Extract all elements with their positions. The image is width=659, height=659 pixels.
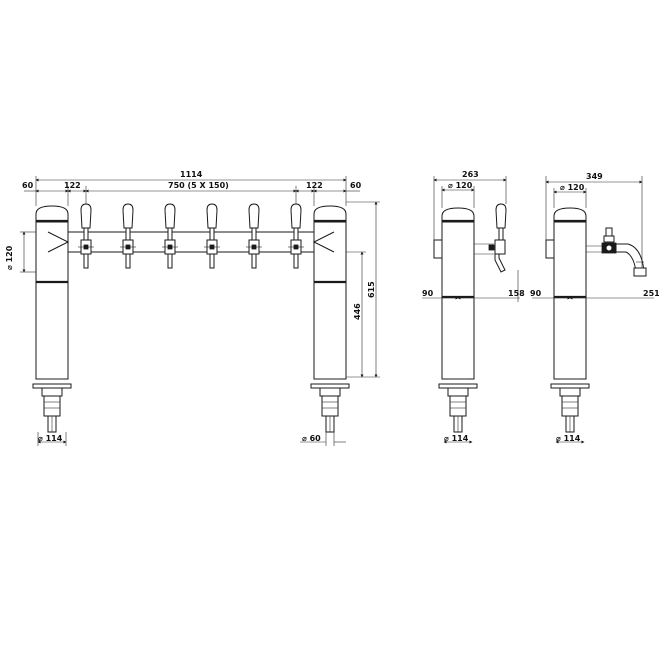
dim-side2-tap-depth: 251 [643, 289, 659, 298]
side-tap-2 [601, 227, 647, 277]
dim-left-margin: 60 [22, 181, 34, 190]
right-column [310, 205, 350, 433]
dim-total-width: 1114 [180, 170, 203, 179]
dim-side2-left-depth: 90 [530, 289, 542, 298]
dim-side2-base-diameter: ⌀ 114 [556, 434, 581, 443]
dim-side1-base-diameter: ⌀ 114 [444, 434, 469, 443]
dim-left-base-diameter: ⌀ 114 [38, 434, 63, 443]
tap-5 [246, 203, 262, 269]
side-view-2: 349 ⌀ 120 90 251 ⌀ 114 [530, 172, 659, 444]
dim-total-height: 615 [367, 281, 376, 298]
dim-side1-left-depth: 90 [422, 289, 434, 298]
tap-4 [204, 203, 220, 269]
dim-side2-column-diameter: ⌀ 120 [560, 183, 585, 192]
dim-tap-spacing: 750 (5 X 150) [168, 181, 229, 190]
dim-right-base-diameter: ⌀ 60 [302, 434, 321, 443]
side-view-1: 263 ⌀ 120 90 158 ⌀ 114 [422, 170, 525, 444]
tap-3 [162, 203, 178, 269]
tap-2 [120, 203, 136, 269]
side-tap-1 [488, 203, 507, 273]
tap-1 [78, 203, 94, 269]
dim-side2-width: 349 [586, 172, 603, 181]
horizontal-bar [68, 231, 314, 253]
dim-right-margin: 60 [350, 181, 362, 190]
front-taps [78, 203, 304, 269]
front-view: 1114 60 122 750 (5 X 150) 122 60 ⌀ 120 6… [5, 170, 380, 446]
side-2-dimensions [532, 176, 654, 300]
dim-column-height: 446 [353, 303, 362, 320]
dim-right-offset: 122 [306, 181, 323, 190]
dim-side1-width: 263 [462, 170, 479, 179]
dim-side1-column-diameter: ⌀ 120 [448, 181, 473, 190]
dim-side1-tap-depth: 158 [508, 289, 525, 298]
left-column [32, 205, 72, 433]
tap-6 [288, 203, 304, 269]
front-dimensions [20, 176, 380, 446]
side-1-dimensions [422, 176, 520, 302]
dim-column-diameter: ⌀ 120 [5, 245, 14, 270]
dim-left-offset: 122 [64, 181, 81, 190]
